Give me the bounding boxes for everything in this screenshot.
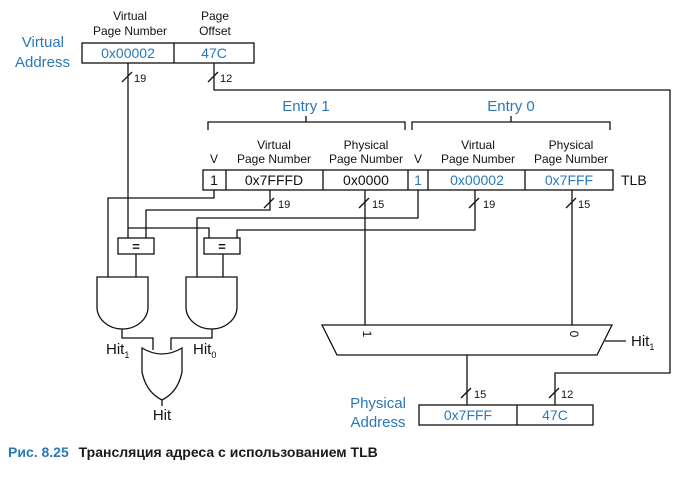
va-offset-value: 47C bbox=[201, 45, 227, 61]
entry0-label: Entry 0 bbox=[487, 98, 535, 115]
va-offset-header-line2: Offset bbox=[199, 24, 231, 38]
physical-address-label-line2: Address bbox=[350, 414, 405, 431]
physical-address-label-line1: Physical bbox=[350, 395, 406, 412]
mux-select-label: Hit1 bbox=[631, 333, 654, 352]
entry0-vpn-value: 0x00002 bbox=[450, 172, 504, 188]
entry0-v-header: V bbox=[414, 152, 422, 166]
and-gate-0 bbox=[185, 276, 238, 330]
mux-input-0-label: 0 bbox=[567, 331, 581, 338]
offset-bus bbox=[213, 63, 671, 405]
entry0-vpn-width: 19 bbox=[483, 199, 495, 211]
figure-caption-text: Трансляция адреса с использованием TLB bbox=[78, 444, 378, 460]
or-gate bbox=[141, 346, 183, 401]
entry0-vpn-header-line2: Page Number bbox=[441, 152, 515, 166]
virtual-address-register bbox=[81, 42, 255, 64]
virtual-address-label-line2: Address bbox=[15, 54, 70, 71]
va-offset-bus-width: 12 bbox=[220, 73, 232, 85]
entry1-valid-wire bbox=[107, 190, 215, 277]
figure-number: Рис. 8.25 bbox=[8, 444, 69, 460]
entry1-brace bbox=[207, 121, 406, 130]
va-vpn-header-line2: Page Number bbox=[93, 24, 167, 38]
entry1-vpn-header-line1: Virtual bbox=[257, 138, 291, 152]
entry0-ppn-width: 15 bbox=[578, 199, 590, 211]
va-vpn-header-line1: Virtual bbox=[113, 9, 147, 23]
entry0-vpn-header-line1: Virtual bbox=[461, 138, 495, 152]
entry1-ppn-header-line1: Physical bbox=[344, 138, 389, 152]
entry1-ppn-header-line2: Page Number bbox=[329, 152, 403, 166]
entry1-v-value: 1 bbox=[210, 172, 218, 188]
va-vpn-value: 0x00002 bbox=[101, 45, 155, 61]
hit1-label: Hit1 bbox=[106, 341, 129, 360]
entry0-ppn-header-line2: Page Number bbox=[534, 152, 608, 166]
entry1-vpn-header-line2: Page Number bbox=[237, 152, 311, 166]
virtual-address-label-line1: Virtual bbox=[22, 34, 64, 51]
pa-offset-width: 12 bbox=[561, 389, 573, 401]
hit-output-label: Hit bbox=[153, 407, 172, 424]
entry1-vpn-width: 19 bbox=[278, 199, 290, 211]
entry0-v-value: 1 bbox=[414, 172, 422, 188]
va-vpn-bus-width: 19 bbox=[134, 73, 146, 85]
entry1-ppn-value: 0x0000 bbox=[343, 172, 389, 188]
entry1-ppn-width: 15 bbox=[372, 199, 384, 211]
entry0-ppn-header-line1: Physical bbox=[549, 138, 594, 152]
mux bbox=[320, 324, 614, 356]
tlb-label: TLB bbox=[621, 172, 647, 188]
entry1-v-header: V bbox=[210, 152, 218, 166]
comparator-0 bbox=[203, 237, 241, 255]
entry1-label: Entry 1 bbox=[282, 98, 330, 115]
va-offset-header-line1: Page bbox=[201, 9, 229, 23]
pa-offset-value: 47C bbox=[542, 407, 568, 423]
entry1-vpn-bus bbox=[145, 190, 271, 238]
hit0-label: Hit0 bbox=[193, 341, 216, 360]
tlb-translation-diagram: Virtual Page Number Page Offset Virtual … bbox=[15, 9, 671, 431]
and-gate-1 bbox=[96, 276, 149, 330]
entry0-brace bbox=[411, 121, 611, 130]
figure-caption: Рис. 8.25 Трансляция адреса с использова… bbox=[8, 444, 378, 460]
pa-ppn-width: 15 bbox=[474, 389, 486, 401]
mux-input-1-label: 1 bbox=[360, 331, 374, 338]
comparator-0-symbol: = bbox=[218, 239, 226, 254]
entry0-ppn-value: 0x7FFF bbox=[545, 172, 593, 188]
physical-address-register bbox=[418, 404, 594, 426]
entry0-valid-wire bbox=[196, 190, 419, 277]
entry1-vpn-value: 0x7FFFD bbox=[245, 172, 303, 188]
pa-ppn-value: 0x7FFF bbox=[444, 407, 492, 423]
entry0-vpn-bus bbox=[236, 190, 476, 238]
comparator-1-symbol: = bbox=[132, 239, 140, 254]
